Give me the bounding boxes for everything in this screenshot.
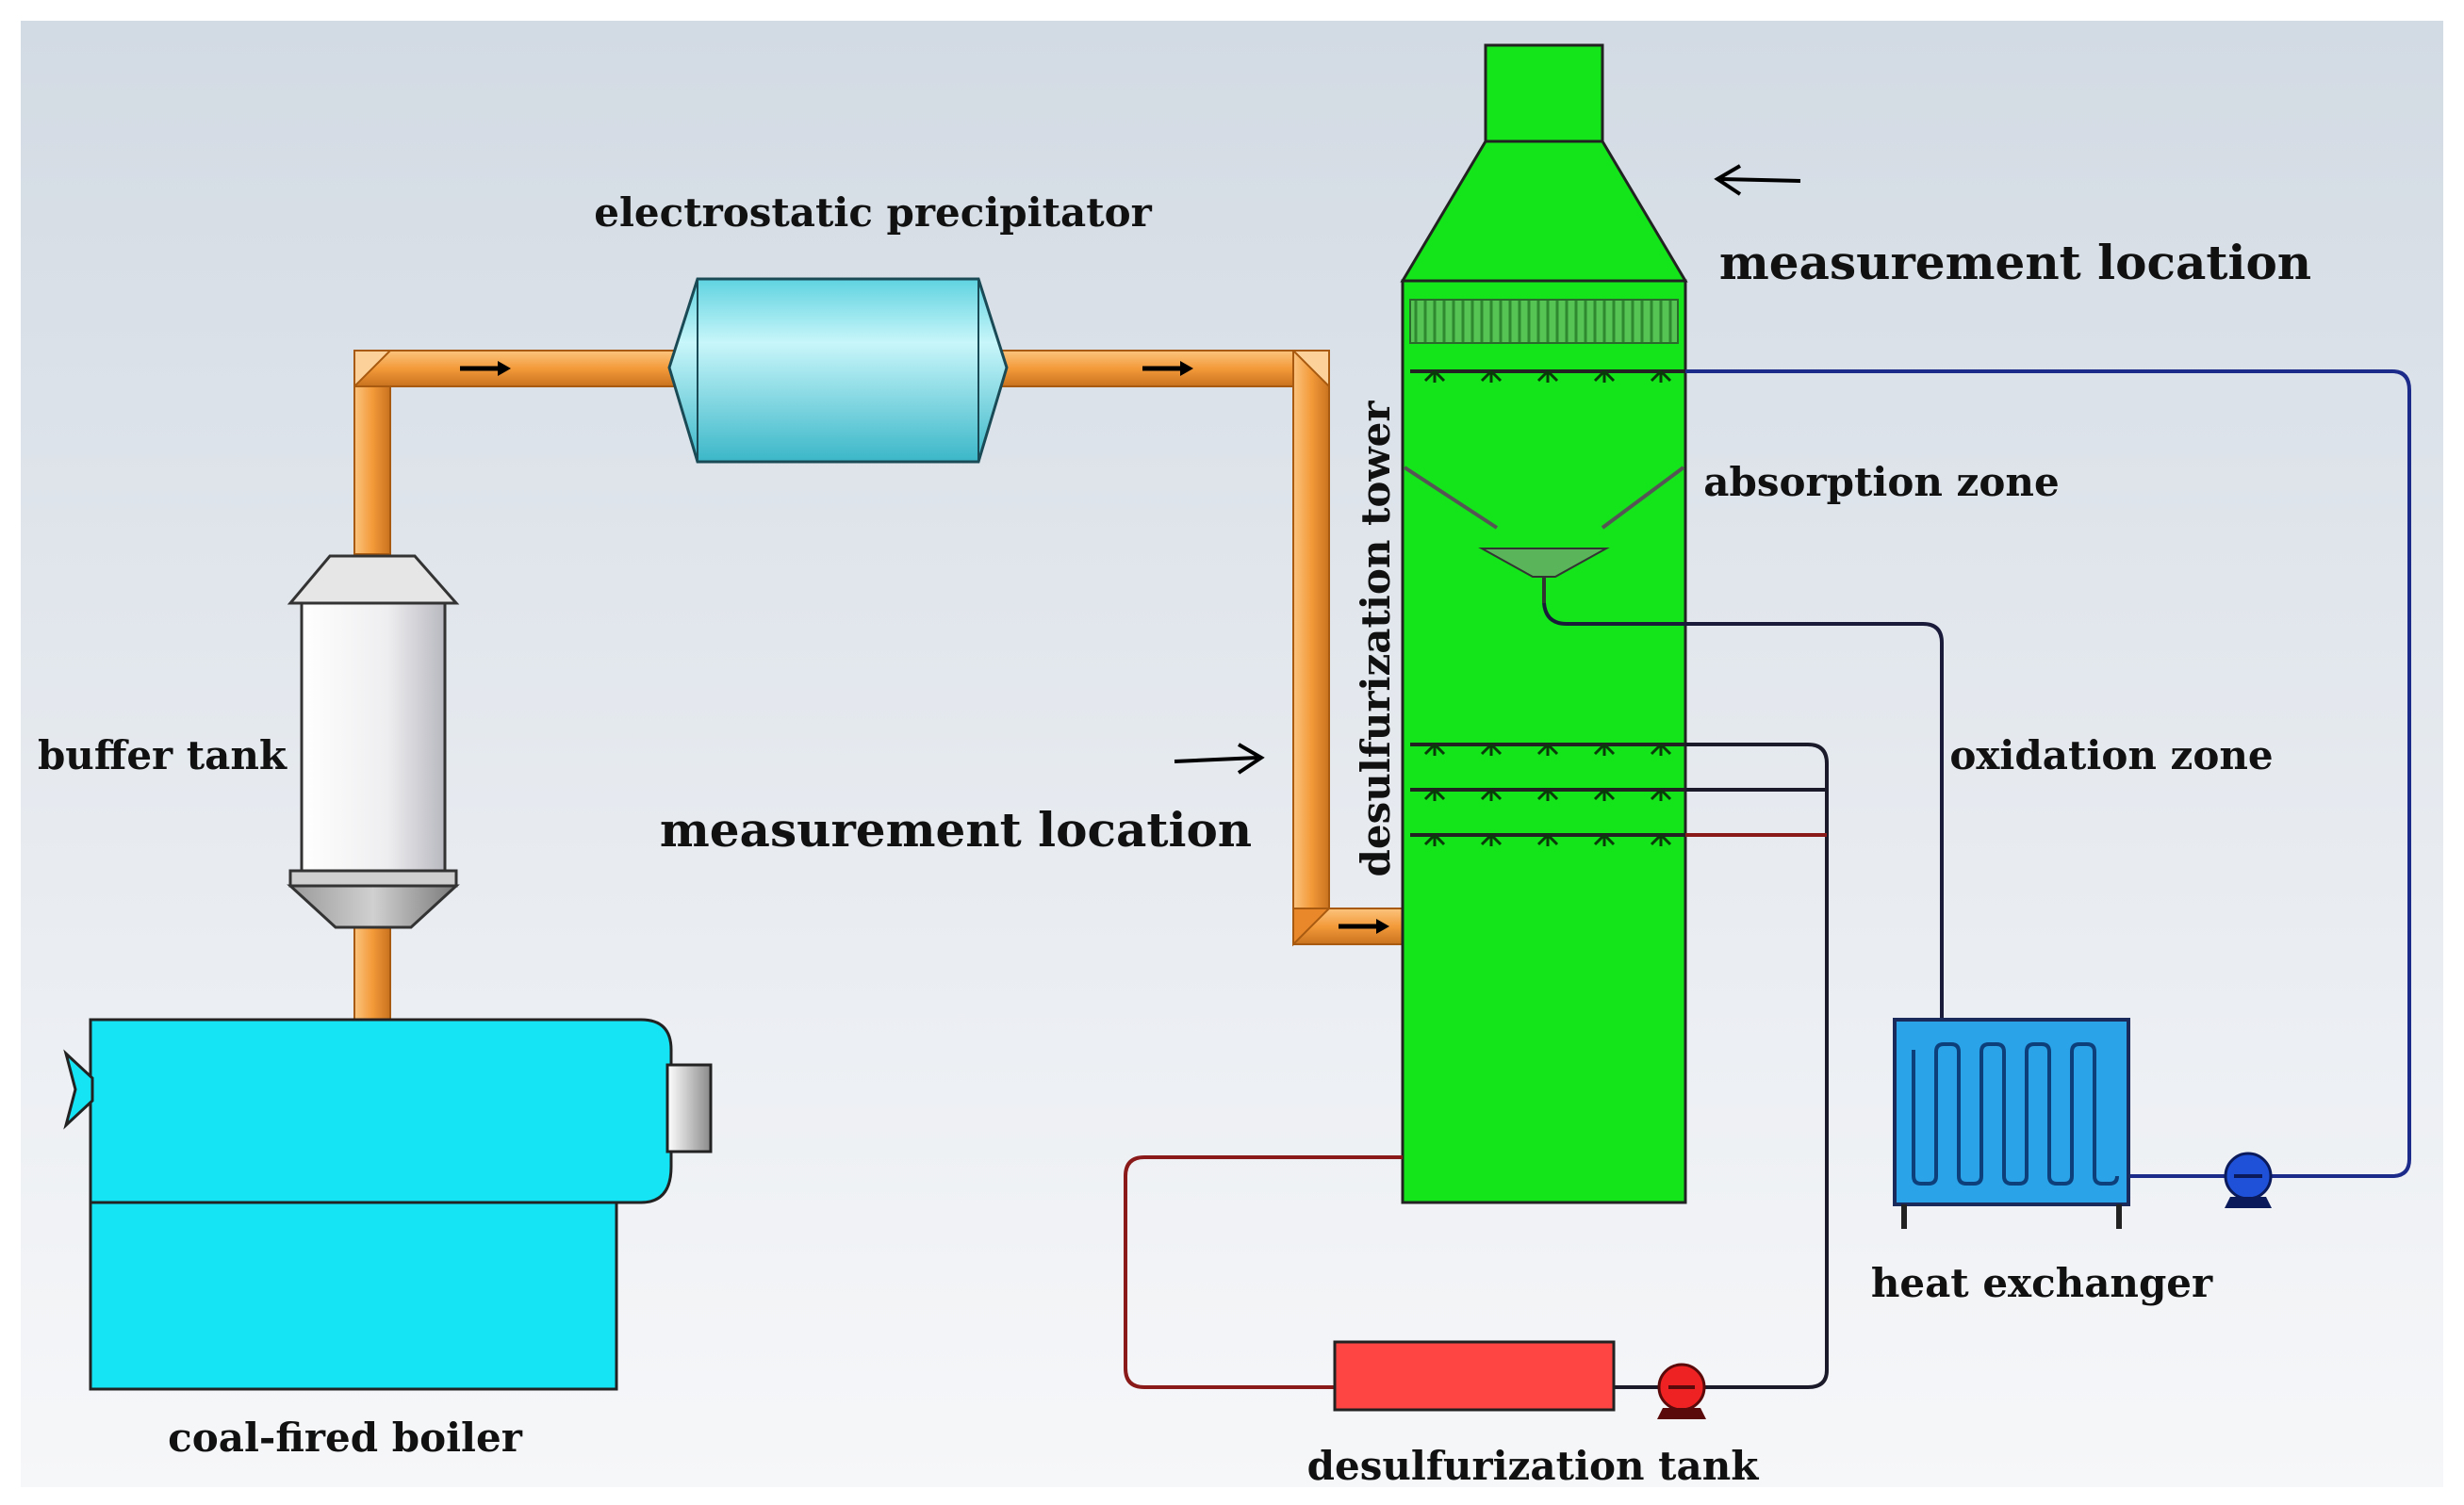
spray-nozzle-icon xyxy=(1593,833,1616,846)
spray-nozzle-icon xyxy=(1480,833,1503,846)
label-oxidation-zone: oxidation zone xyxy=(1949,732,2273,778)
spray-nozzle-icon xyxy=(1423,788,1446,801)
label-absorption-zone: absorption zone xyxy=(1703,459,2059,505)
measurement-arrow-icon xyxy=(1714,164,1801,196)
flow-arrow-icon xyxy=(460,361,1389,934)
spray-nozzles xyxy=(1423,369,1672,846)
spray-nozzle-icon xyxy=(1593,743,1616,756)
spray-nozzle-icon xyxy=(1423,833,1446,846)
mist-eliminator xyxy=(1409,299,1679,344)
label-measurement-location-top: measurement location xyxy=(1719,235,2311,290)
slurry-return-lines xyxy=(1685,743,1829,1389)
label-desulfurization-tank: desulfurization tank xyxy=(1307,1443,1760,1489)
coal-fired-boiler xyxy=(63,1018,713,1391)
electrostatic-precipitator xyxy=(667,277,1009,464)
oxidation-line xyxy=(1542,602,1944,1020)
collection-funnel xyxy=(1403,466,1499,530)
spray-nozzle-icon xyxy=(1593,788,1616,801)
desulfurization-tank xyxy=(1333,1340,1616,1412)
label-coal-fired-boiler: coal-fired boiler xyxy=(168,1415,523,1461)
spray-nozzle-icon xyxy=(1593,369,1616,383)
heat-exchanger xyxy=(1893,1018,2130,1229)
slurry-feed-line xyxy=(1124,1155,1403,1389)
label-desulfurization-tower: desulfurization tower xyxy=(1353,401,1399,877)
cooling-loop-line xyxy=(1685,369,2411,1178)
label-heat-exchanger: heat exchanger xyxy=(1871,1260,2213,1306)
spray-nozzle-icon xyxy=(1423,369,1446,383)
spray-nozzle-icon xyxy=(1650,743,1672,756)
spray-nozzle-icon xyxy=(1650,788,1672,801)
spray-nozzle-icon xyxy=(1423,743,1446,756)
spray-nozzle-icon xyxy=(1650,369,1672,383)
measurement-arrow-icon xyxy=(1174,743,1265,775)
label-buffer-tank: buffer tank xyxy=(38,732,287,778)
spray-nozzle-icon xyxy=(1536,743,1559,756)
spray-nozzle-icon xyxy=(1536,369,1559,383)
slurry-pump-icon xyxy=(1657,1363,1706,1419)
spray-nozzle-icon xyxy=(1480,743,1503,756)
circulation-pump-icon xyxy=(2224,1152,2273,1208)
spray-nozzle-icon xyxy=(1480,369,1503,383)
spray-nozzle-icon xyxy=(1536,788,1559,801)
spray-nozzle-icon xyxy=(1480,788,1503,801)
spray-nozzle-icon xyxy=(1536,833,1559,846)
label-electrostatic-precipitator: electrostatic precipitator xyxy=(594,189,1152,236)
label-measurement-location-inlet: measurement location xyxy=(660,802,1252,858)
buffer-tank xyxy=(287,554,460,929)
spray-nozzle-icon xyxy=(1650,833,1672,846)
